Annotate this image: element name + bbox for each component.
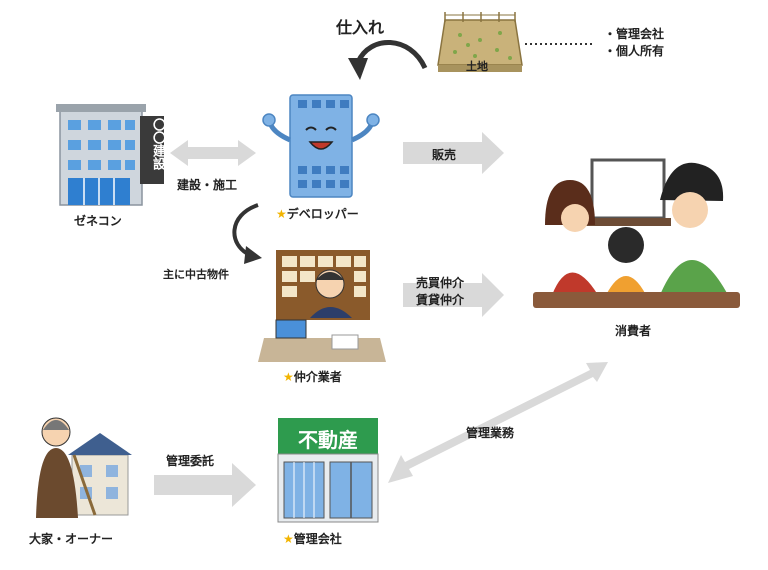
sales-label: 販売 <box>432 148 457 162</box>
management-company-label: ★管理会社 <box>283 530 342 547</box>
sales-arrow <box>403 132 504 174</box>
owner-label: 大家・オーナー <box>29 532 114 546</box>
purchase-curved-arrow <box>348 39 428 80</box>
consumer-label: 消費者 <box>615 324 652 338</box>
star-icon: ★ <box>276 207 287 221</box>
building-sign-text: 〇〇建設 <box>150 118 165 170</box>
construction-double-arrow <box>170 140 256 166</box>
land-illustration <box>437 12 523 72</box>
management-work-label: 管理業務 <box>466 426 515 440</box>
broker-label: ★仲介業者 <box>283 368 342 385</box>
management-company-label-text: 管理会社 <box>293 532 342 546</box>
brokerage-labels: 売買仲介 賃貸仲介 <box>416 275 464 309</box>
broker-illustration <box>258 250 386 362</box>
broker-label-text: 仲介業者 <box>293 370 342 384</box>
brokerage-rent-label: 賃貸仲介 <box>416 293 465 307</box>
realestate-sign-text: 不動産 <box>298 428 358 452</box>
management-company-shop <box>277 418 379 523</box>
consignment-arrow <box>154 463 256 507</box>
purchase-label: 仕入れ <box>336 18 385 37</box>
consignment-label: 管理委託 <box>166 454 215 468</box>
construction-label: 建設・施工 <box>177 178 238 192</box>
consumer-family-illustration <box>533 158 740 308</box>
general-contractor-building <box>56 104 164 206</box>
general-contractor-label: ゼネコン <box>74 214 122 228</box>
brokerage-arrow <box>403 273 504 317</box>
land-label: 土地 <box>466 60 488 73</box>
developer-label-text: デベロッパー <box>286 207 359 221</box>
land-owners-list: ・管理会社 ・個人所有 <box>604 26 664 60</box>
owner-illustration <box>36 417 132 518</box>
brokerage-sale-label: 売買仲介 <box>416 276 465 290</box>
star-icon: ★ <box>283 370 294 384</box>
land-owner-item: ・個人所有 <box>604 44 665 58</box>
used-property-curved-arrow <box>232 203 262 264</box>
developer-building-character <box>262 94 380 198</box>
land-owner-item: ・管理会社 <box>604 27 665 41</box>
star-icon: ★ <box>283 532 294 546</box>
developer-label: ★デベロッパー <box>276 205 359 222</box>
management-work-double-arrow <box>388 362 608 483</box>
mainly-used-label: 主に中古物件 <box>163 268 229 281</box>
